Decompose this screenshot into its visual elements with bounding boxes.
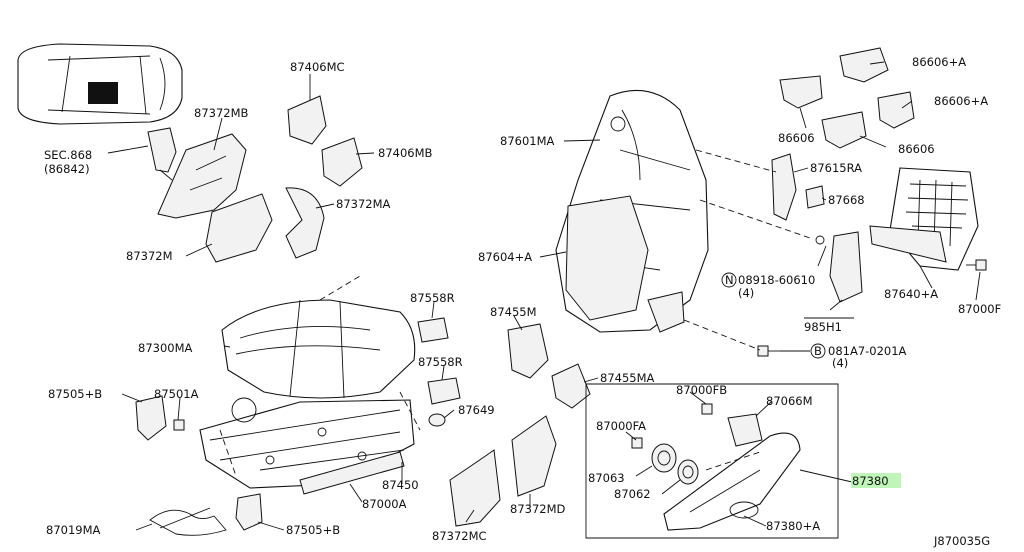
- label-87455M: 87455M: [490, 305, 537, 319]
- diagram-code: J870035G: [933, 534, 990, 548]
- label-87406MB: 87406MB: [378, 146, 433, 160]
- label-87000FB: 87000FB: [676, 383, 727, 397]
- harness-87019MA: [149, 507, 227, 536]
- label-87019MA: 87019MA: [46, 523, 101, 537]
- label-87601MA: 87601MA: [500, 134, 555, 148]
- label-86842: (86842): [44, 162, 90, 176]
- seat-back-pad-87604A: [565, 195, 649, 321]
- label-87615RA: 87615RA: [810, 161, 862, 175]
- label-86606-2: 86606: [898, 142, 935, 156]
- rail-87000A: [299, 451, 405, 495]
- recliner-cover-icon: [647, 291, 685, 333]
- label-87505B-1: 87505+B: [48, 387, 102, 401]
- trim-87406MB: [321, 137, 363, 187]
- cover-87668: [805, 185, 825, 209]
- screw-87000FA-icon: [631, 437, 643, 449]
- label-87501A: 87501A: [154, 387, 199, 401]
- circle-n-icon: [721, 272, 737, 288]
- label-08918-prefix: N: [725, 273, 734, 287]
- cover-87558R-upper: [417, 317, 449, 343]
- trim-87372MD: [511, 415, 557, 497]
- label-87558R-2: 87558R: [418, 355, 463, 369]
- label-87668: 87668: [828, 193, 865, 207]
- seat-belt-buckle-icon: [147, 127, 177, 181]
- label-87372MA: 87372MA: [336, 197, 391, 211]
- finisher-87615RA: [771, 153, 797, 221]
- trim-87372M: [205, 193, 273, 263]
- trim-87372MB: [157, 133, 247, 219]
- label-87604A: 87604+A: [478, 250, 532, 264]
- leader-lines: [107, 61, 981, 531]
- label-87558R-1: 87558R: [410, 291, 455, 305]
- label-87000A: 87000A: [362, 497, 407, 511]
- label-87000FA: 87000FA: [596, 419, 646, 433]
- cover-87558R-lower: [427, 377, 461, 405]
- bolt-87501A-icon: [173, 419, 185, 431]
- circle-b-icon: [810, 343, 826, 359]
- label-87649: 87649: [458, 403, 495, 417]
- car-locator-icon: [17, 43, 183, 125]
- label-87300MA: 87300MA: [138, 341, 193, 355]
- label-87066M: 87066M: [766, 394, 813, 408]
- label-87380A: 87380+A: [766, 519, 820, 533]
- label-081A7-qty: (4): [832, 356, 848, 370]
- label-87000F: 87000F: [958, 302, 1001, 316]
- label-87372MC: 87372MC: [432, 529, 487, 543]
- label-87380: 87380: [852, 474, 889, 488]
- trim-87406MC: [287, 95, 327, 145]
- headrest-guide-86606A: [839, 47, 915, 129]
- switch-group-box: [585, 383, 839, 539]
- cap-87649: [428, 413, 446, 427]
- label-87406MC: 87406MC: [290, 60, 345, 74]
- headrest-guide-86606: [779, 75, 867, 149]
- label-87455MA: 87455MA: [600, 371, 655, 385]
- label-081A7: 081A7-0201A: [828, 344, 907, 358]
- label-87640A: 87640+A: [884, 287, 938, 301]
- trim-87372MC: [449, 449, 501, 527]
- cover-87505B-lower: [235, 493, 263, 531]
- label-87450: 87450: [382, 478, 419, 492]
- knob-87063: [651, 443, 677, 473]
- callout-labels: SEC.868 (86842) 87406MC 87372MB 87406MB …: [44, 55, 1001, 548]
- bolt-081A7-icon: [757, 345, 780, 357]
- label-87372MB: 87372MB: [194, 106, 249, 120]
- label-87505B-2: 87505+B: [286, 523, 340, 537]
- seat-cushion-87300MA: [221, 299, 416, 399]
- bolt-87000F-icon: [966, 259, 987, 271]
- label-87372M: 87372M: [126, 249, 173, 263]
- label-87063: 87063: [588, 471, 625, 485]
- switch-87066M: [727, 413, 763, 447]
- highlight-87380: [851, 473, 901, 488]
- label-sec868: SEC.868: [44, 148, 92, 162]
- trim-87455M: [507, 323, 549, 379]
- label-08918: 08918-60610: [738, 273, 815, 287]
- trim-87455MA: [551, 363, 591, 409]
- label-87372MD: 87372MD: [510, 502, 566, 516]
- cover-87505B-upper: [135, 395, 167, 441]
- trim-87372MA: [285, 187, 325, 259]
- side-airbag-985H1: [815, 231, 863, 303]
- label-86606A-1: 86606+A: [912, 55, 966, 69]
- screw-87000FB-icon: [701, 403, 713, 415]
- label-87062: 87062: [614, 487, 651, 501]
- label-985H1: 985H1: [804, 320, 842, 334]
- back-board-87640A: [869, 167, 979, 271]
- side-finisher-87380A: [663, 432, 801, 531]
- seat-frame-87450: [199, 397, 415, 489]
- knob-87062: [677, 459, 699, 485]
- label-86606A-2: 86606+A: [934, 94, 988, 108]
- label-081A7-prefix: B: [814, 344, 822, 358]
- label-86606-1: 86606: [778, 131, 815, 145]
- label-08918-qty: (4): [738, 286, 754, 300]
